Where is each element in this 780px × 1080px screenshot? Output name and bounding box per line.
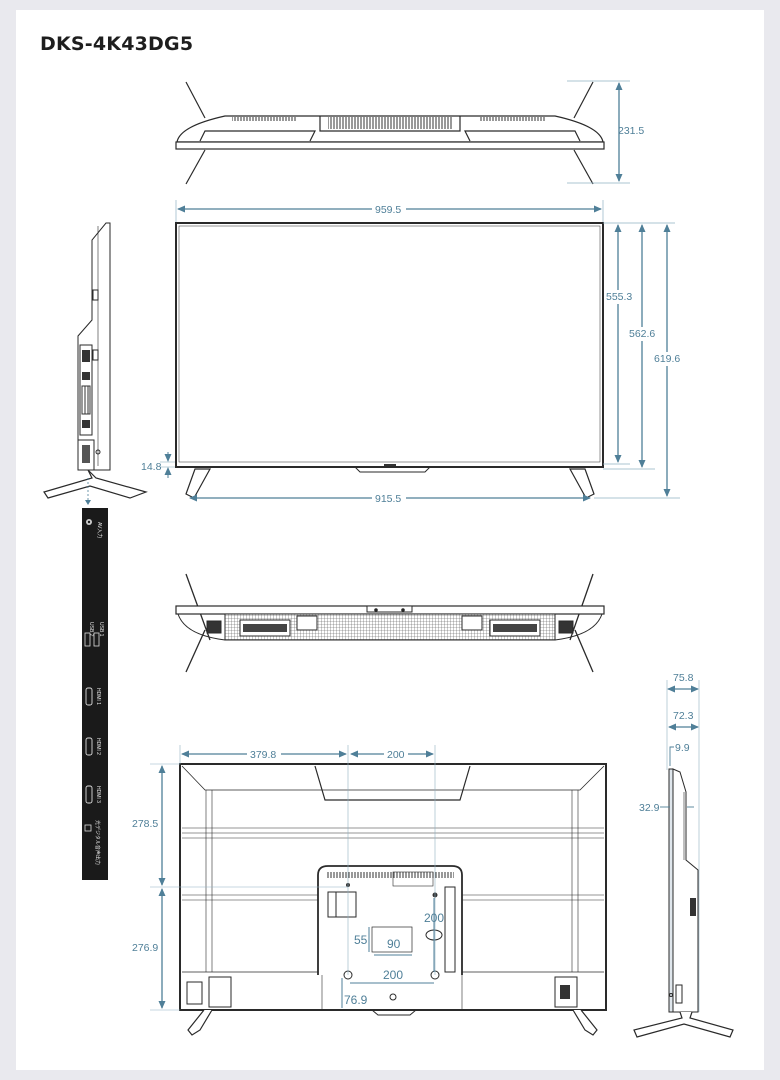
vesa-bottom-horizontal-label: 200 bbox=[383, 968, 403, 982]
bezel-depth-label: 9.9 bbox=[675, 742, 690, 754]
top-depth-dimension: 231.5 bbox=[567, 80, 644, 184]
side-view-left bbox=[43, 222, 148, 505]
front-width-label: 959.5 bbox=[375, 204, 401, 216]
side-right-dimensions: 75.8 72.3 9.9 32.9 bbox=[639, 672, 700, 1012]
top-to-vesa-label: 278.5 bbox=[132, 818, 158, 830]
top-depth-label: 231.5 bbox=[618, 125, 644, 137]
left-to-vesa-label: 379.8 bbox=[250, 749, 276, 761]
label-plate-width: 90 bbox=[387, 937, 401, 951]
usb-port-2: USB 2 bbox=[84, 622, 94, 647]
svg-text:HDMI 2: HDMI 2 bbox=[95, 738, 101, 755]
hdmi-port-3: HDMI 3 bbox=[85, 785, 101, 804]
model-title: DKS-4K43DG5 bbox=[40, 33, 194, 55]
front-view bbox=[175, 222, 604, 499]
svg-text:光デジタル音声出力: 光デジタル音声出力 bbox=[94, 820, 101, 865]
side-view-right bbox=[633, 768, 734, 1038]
rear-view bbox=[179, 763, 607, 1036]
rear-dimensions: 379.8 200 278.5 276.9 200 55 90 200 76.9 bbox=[132, 745, 444, 1011]
vesa-horizontal-label: 200 bbox=[387, 749, 405, 761]
depth-body-label: 72.3 bbox=[673, 710, 694, 722]
vesa-depth-label: 32.9 bbox=[639, 802, 660, 814]
total-height-label: 619.6 bbox=[654, 353, 680, 365]
svg-text:HDMI 3: HDMI 3 bbox=[95, 786, 101, 803]
svg-text:USB 1: USB 1 bbox=[98, 622, 104, 637]
vesa-vertical-label: 200 bbox=[424, 911, 444, 925]
stand-width-label: 915.5 bbox=[375, 493, 401, 505]
hdmi-port-2: HDMI 2 bbox=[85, 737, 101, 756]
svg-text:USB 2: USB 2 bbox=[88, 622, 94, 637]
bottom-view bbox=[175, 573, 605, 673]
top-view bbox=[175, 81, 605, 185]
panel-height-label: 555.3 bbox=[606, 291, 632, 303]
optical-out-port: 光デジタル音声出力 bbox=[84, 820, 101, 865]
stand-clearance-label: 14.8 bbox=[141, 461, 162, 473]
io-panel: AV入力 USB 2 USB 1 HDMI 1 HDMI 2 HDMI 3 光デ… bbox=[82, 508, 108, 880]
hdmi-port-1: HDMI 1 bbox=[85, 687, 101, 706]
depth-total-label: 75.8 bbox=[673, 672, 694, 684]
vesa-to-bottom-label: 276.9 bbox=[132, 942, 158, 954]
vesa-bottom-offset-label: 76.9 bbox=[344, 993, 368, 1007]
body-height-label: 562.6 bbox=[629, 328, 655, 340]
svg-text:HDMI 1: HDMI 1 bbox=[95, 688, 101, 705]
label-plate-height: 55 bbox=[354, 933, 368, 947]
av-input-label: AV入力 bbox=[96, 522, 103, 538]
front-dimensions: 959.5 555.3 562.6 619.6 915.5 14.8 bbox=[141, 200, 681, 505]
usb-port-1: USB 1 bbox=[93, 622, 104, 647]
